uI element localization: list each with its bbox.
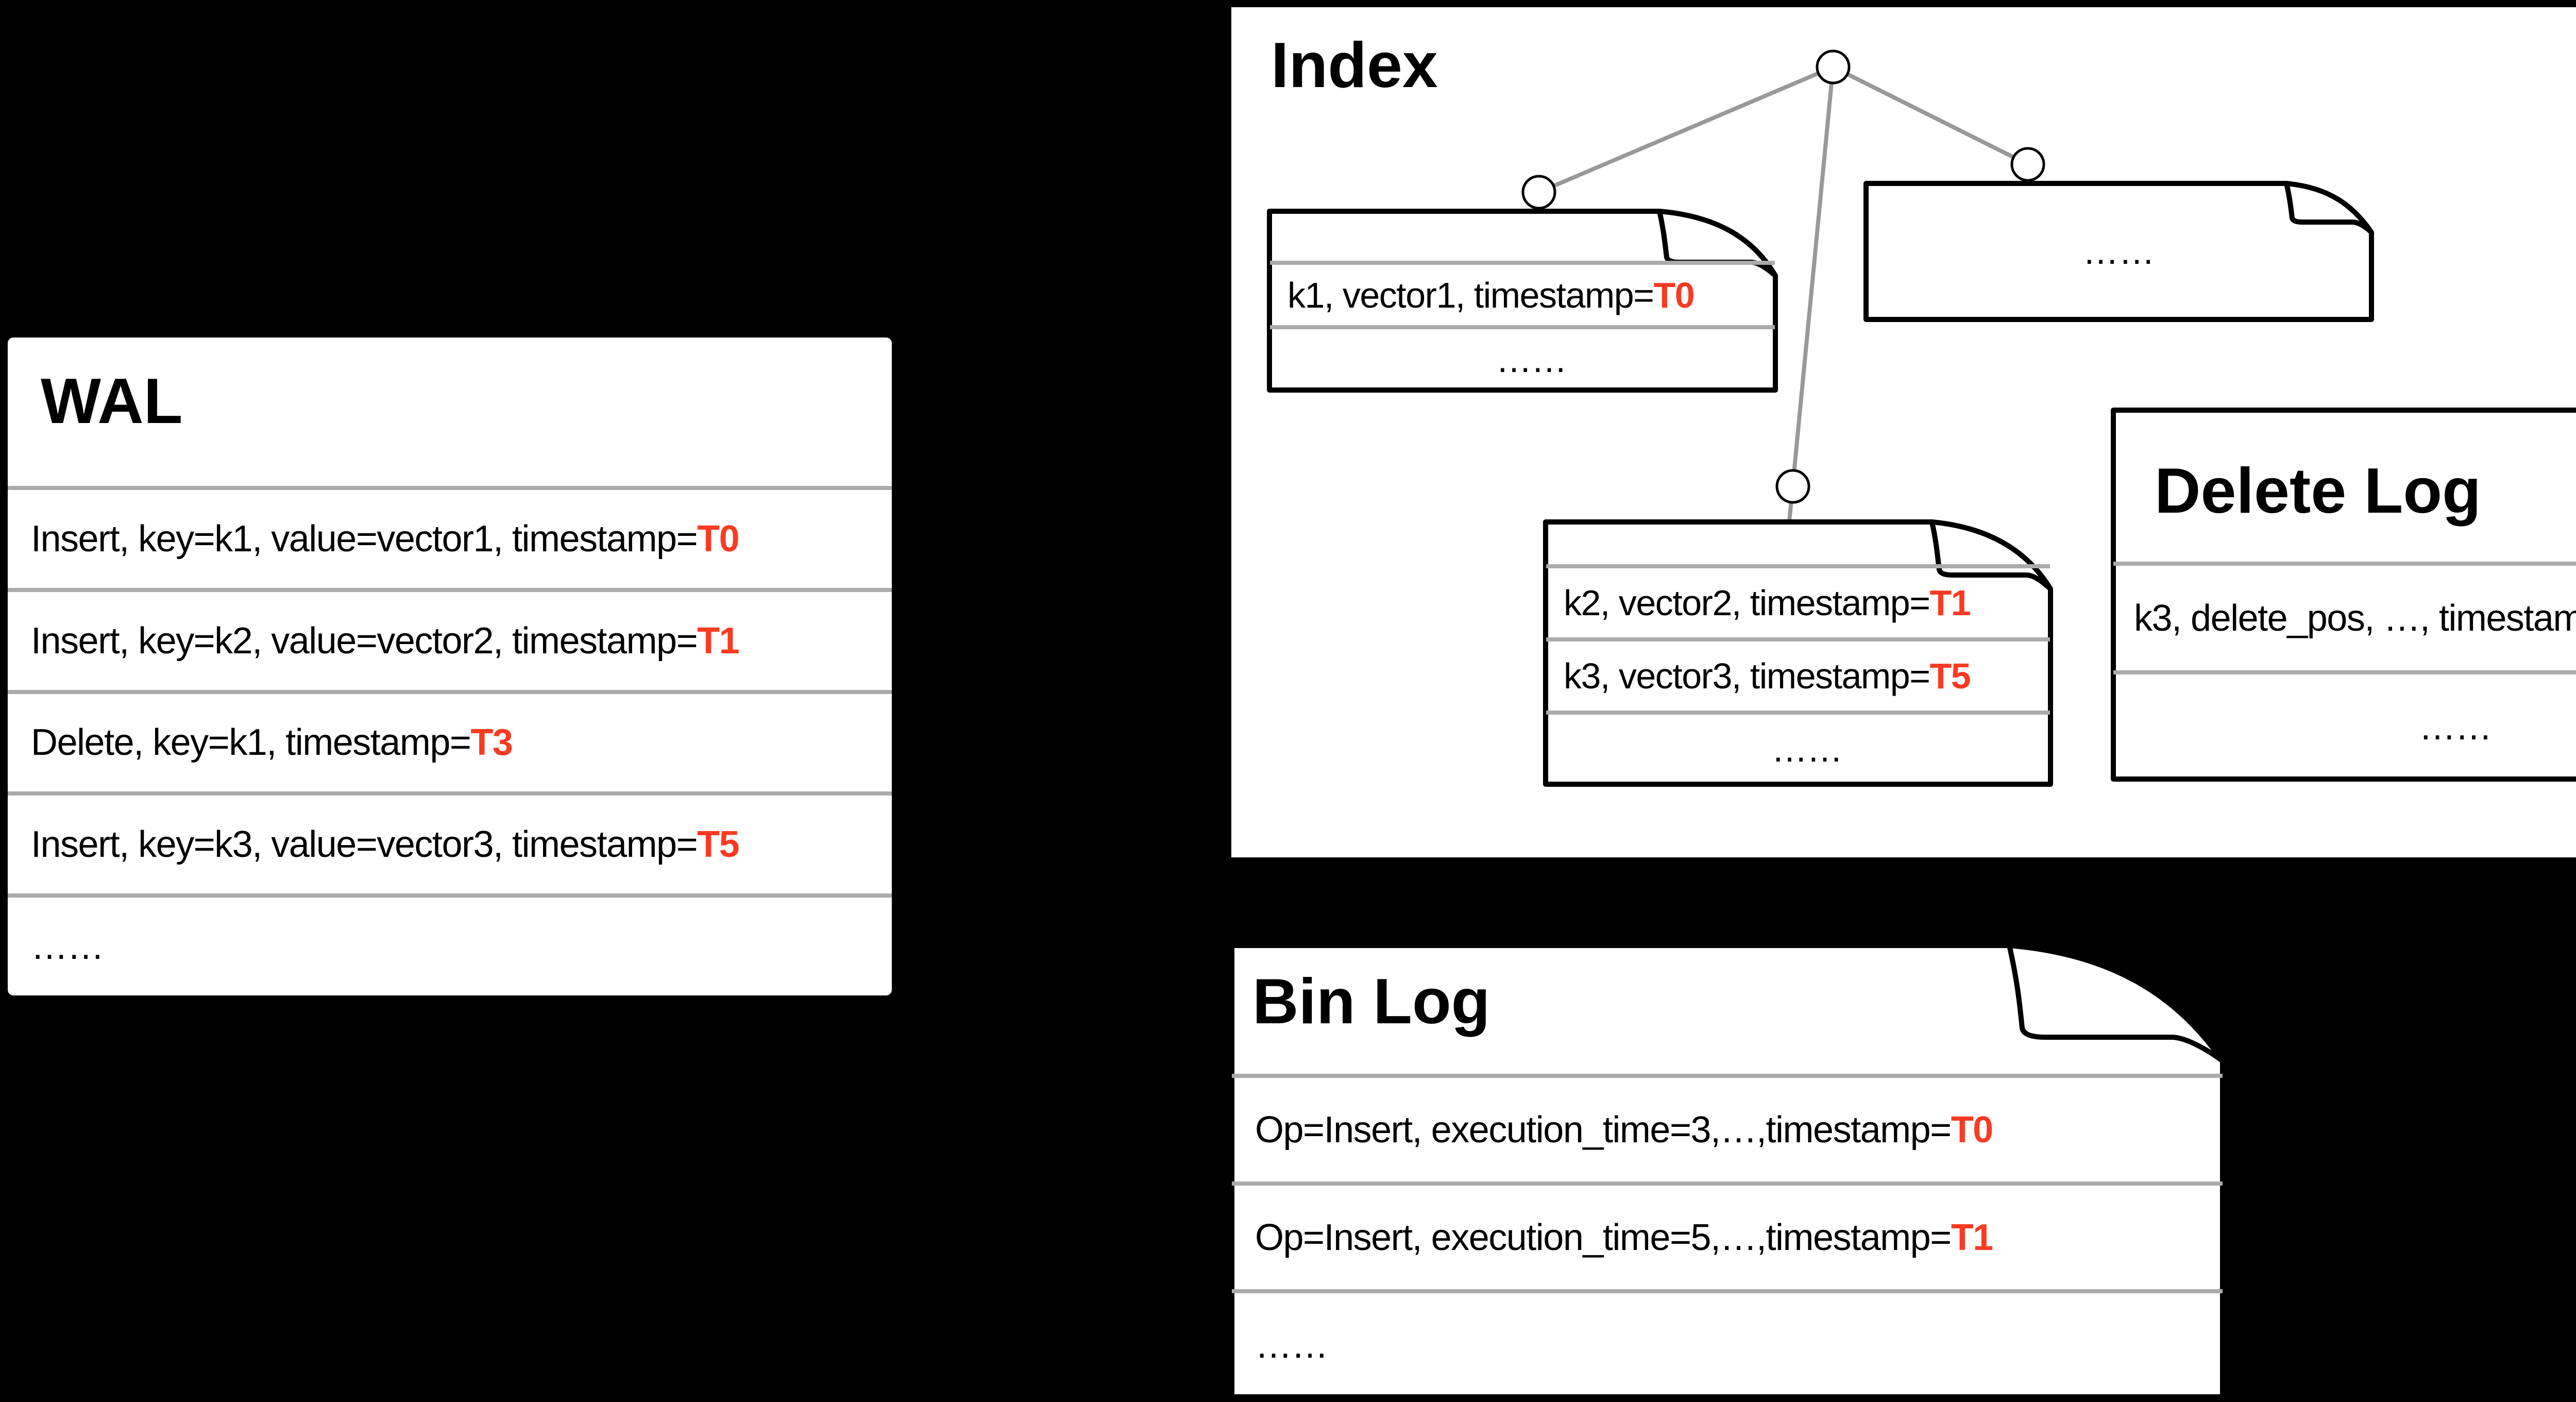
page-blank-band [1270, 212, 1775, 261]
row-text: Insert, key=k2, value=vector2, timestamp… [31, 620, 698, 662]
segment-k1-rows: k1, vector1, timestamp=T0 …… [1270, 261, 1775, 390]
row-text: Insert, key=k1, value=vector1, timestamp… [31, 518, 698, 560]
page-blank-band [1546, 522, 2050, 564]
row-text: k2, vector2, timestamp= [1564, 583, 1930, 623]
delete-log-rows: k3, delete_pos, …, timestamp=T3 …… [2113, 562, 2576, 779]
page-shape-icon [1863, 181, 2374, 322]
tree-edge-left [1538, 65, 1834, 194]
table-row: k2, vector2, timestamp=T1 [1546, 564, 2050, 637]
table-row: …… [1546, 711, 2050, 784]
table-row: Insert, key=k3, value=vector3, timestamp… [8, 791, 892, 893]
row-text: …… [1496, 339, 1568, 380]
timestamp-highlight: T0 [1653, 275, 1695, 315]
row-text: Op=Insert, execution_time=5,…,timestamp= [1255, 1217, 1952, 1258]
tree-node-middle-icon [1775, 469, 1810, 504]
table-row: …… [1232, 1289, 2223, 1397]
bin-log: Bin Log Op=Insert, execution_time=3,…,ti… [1229, 942, 2226, 1400]
row-text: Delete, key=k1, timestamp= [31, 722, 471, 764]
page-shape-icon [1229, 943, 2225, 1399]
wal-box: WAL Insert, key=k1, value=vector1, times… [6, 336, 893, 997]
table-row: …… [1270, 325, 1775, 390]
bin-log-rows: Op=Insert, execution_time=3,…,timestamp=… [1232, 1074, 2223, 1397]
wal-title: WAL [41, 366, 183, 437]
timestamp-highlight: T1 [697, 620, 740, 662]
table-row: Op=Insert, execution_time=5,…,timestamp=… [1232, 1181, 2223, 1289]
tree-node-left-icon [1521, 175, 1556, 210]
row-text: Op=Insert, execution_time=3,…,timestamp= [1255, 1109, 1952, 1151]
page-shape-icon [1267, 209, 1778, 393]
row-text: …… [1771, 729, 1843, 769]
delete-log: Delete Log k3, delete_pos, …, timestamp=… [2110, 407, 2576, 782]
table-row: Insert, key=k2, value=vector2, timestamp… [8, 587, 892, 690]
tree-edge-middle [1787, 66, 1835, 522]
row-text: k1, vector1, timestamp= [1287, 275, 1654, 315]
row-text: …… [2419, 706, 2493, 748]
bin-log-title: Bin Log [1252, 966, 1490, 1037]
tree-edge-right [1832, 65, 2029, 166]
row-text: k3, delete_pos, …, timestamp= [2134, 597, 2576, 639]
tree-node-root-icon [1816, 49, 1851, 85]
row-text: …… [1255, 1324, 1329, 1366]
timestamp-highlight: T1 [1951, 1217, 1994, 1258]
row-text: k3, vector3, timestamp= [1564, 656, 1930, 696]
timestamp-highlight: T3 [470, 722, 513, 764]
page-shape-icon [2111, 408, 2576, 782]
segment-more-label: …… [2082, 231, 2155, 272]
table-row: Insert, key=k1, value=vector1, timestamp… [8, 486, 892, 588]
table-row: …… [2113, 670, 2576, 779]
timestamp-highlight: T0 [697, 518, 740, 560]
index-segment-more: …… [1863, 181, 2374, 322]
delete-log-title: Delete Log [2155, 455, 2481, 527]
table-row: k1, vector1, timestamp=T0 [1270, 261, 1775, 325]
page-shape-icon [1543, 519, 2053, 787]
row-text: Insert, key=k3, value=vector3, timestamp… [31, 824, 698, 866]
timestamp-highlight: T0 [1951, 1109, 1994, 1151]
table-row: k3, delete_pos, …, timestamp=T3 [2113, 562, 2576, 670]
table-row: …… [8, 893, 892, 995]
index-panel: Index k1, vector1, timesta [1231, 7, 2576, 857]
row-text: …… [31, 926, 105, 968]
timestamp-highlight: T1 [1929, 583, 1971, 623]
tree-node-right-icon [2010, 147, 2045, 182]
table-row: Delete, key=k1, timestamp=T3 [8, 689, 892, 792]
timestamp-highlight: T5 [697, 824, 740, 866]
index-title: Index [1271, 30, 1438, 101]
wal-rows: Insert, key=k1, value=vector1, timestamp… [8, 486, 892, 995]
table-row: k3, vector3, timestamp=T5 [1546, 637, 2050, 711]
timestamp-highlight: T5 [1929, 656, 1971, 696]
table-row: Op=Insert, execution_time=3,…,timestamp=… [1232, 1074, 2223, 1181]
index-segment-k1: k1, vector1, timestamp=T0 …… [1267, 209, 1778, 393]
